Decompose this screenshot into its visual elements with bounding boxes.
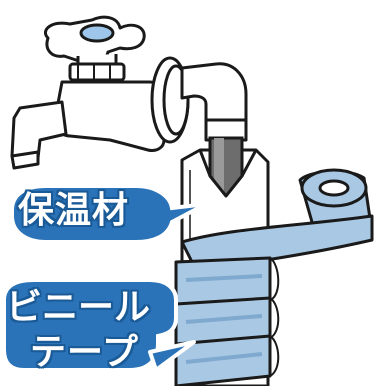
- vinyl-tape-label-line1: ビニール: [6, 290, 150, 326]
- vinyl-tape-label-line2: テープ: [30, 335, 139, 371]
- insulation-label: 保温材: [18, 193, 129, 229]
